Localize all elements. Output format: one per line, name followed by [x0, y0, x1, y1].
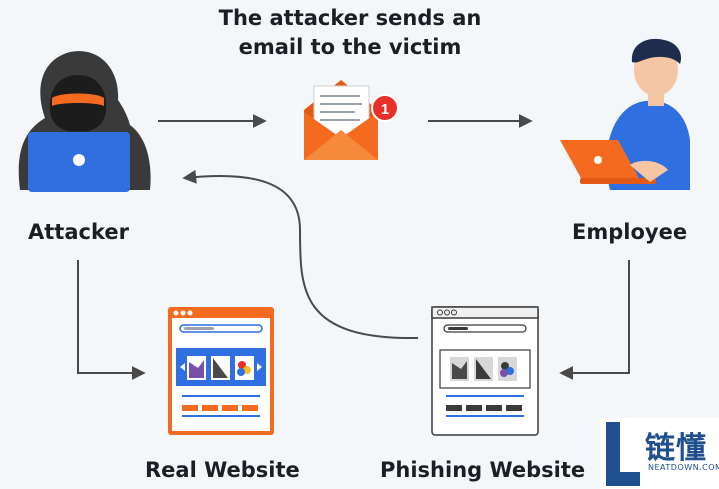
- hacker-icon: [18, 51, 151, 192]
- employee-icon: [560, 38, 690, 190]
- attacker-label: Attacker: [28, 220, 129, 244]
- notification-badge: 1: [381, 101, 389, 118]
- browser-window-icon: [168, 307, 274, 435]
- browser-window-icon: [431, 306, 539, 436]
- watermark-subtext: NEATDOWN.COM: [648, 463, 719, 472]
- employee-label: Employee: [572, 220, 688, 244]
- real-website-label: Real Website: [145, 458, 300, 482]
- title-line-1: The attacker sends an: [218, 6, 482, 30]
- phishing-website-label: Phishing Website: [380, 458, 586, 482]
- arrow-attacker-to-real-website: [77, 260, 146, 380]
- arrow-employee-to-phishing-website: [559, 260, 630, 380]
- watermark-text: 链懂: [645, 431, 707, 466]
- watermark-logo: [600, 418, 719, 489]
- arrow-phishing-to-attacker: [182, 169, 419, 340]
- diagram-title: The attacker sends an email to the victi…: [200, 4, 500, 62]
- envelope-icon: 1: [304, 80, 399, 160]
- title-line-2: email to the victim: [238, 35, 462, 59]
